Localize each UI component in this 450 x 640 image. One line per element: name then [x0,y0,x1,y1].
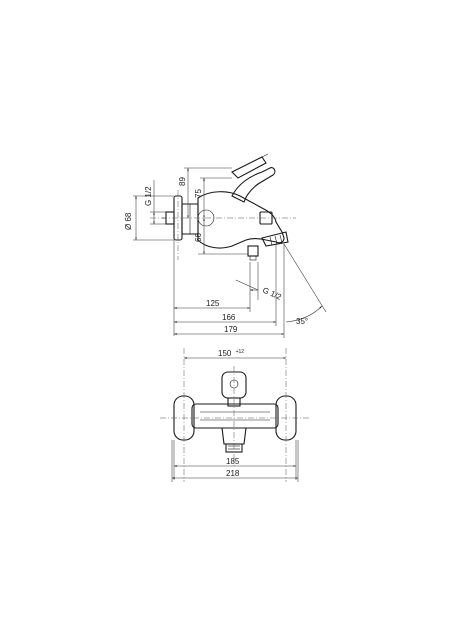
dim-center-150: 150 +12 [218,349,244,358]
dim-length-179: 179 [224,325,238,334]
dim-width-218: 218 [226,469,240,478]
front-spout [221,427,247,445]
front-view: 150 +12 185 218 [160,348,310,482]
dim-angle-35: 35° [296,317,308,326]
mixer-lever [231,167,276,203]
dim-width-185: 185 [226,457,240,466]
bottom-outlet [247,245,259,257]
mixer-body [197,191,285,249]
front-body [191,403,279,429]
dim-diameter-68: Ø 68 [124,212,133,230]
spout-outlet [261,231,289,247]
dim-length-166: 166 [222,313,236,322]
dim-depth-66: 66 [194,233,203,242]
dim-center-150-value: 150 [218,349,232,358]
dim-length-125: 125 [206,299,220,308]
dim-height-75: 75 [194,189,203,198]
lever-handle [231,156,267,179]
dim-outlet-thread: G 1/2 [261,286,283,302]
dim-center-150-tolerance: +12 [236,349,245,355]
side-view: Ø 68 G 1/2 89 75 66 G 1/2 125 166 [124,153,327,338]
dim-inlet-thread: G 1/2 [144,186,153,206]
dim-height-89: 89 [178,177,187,186]
